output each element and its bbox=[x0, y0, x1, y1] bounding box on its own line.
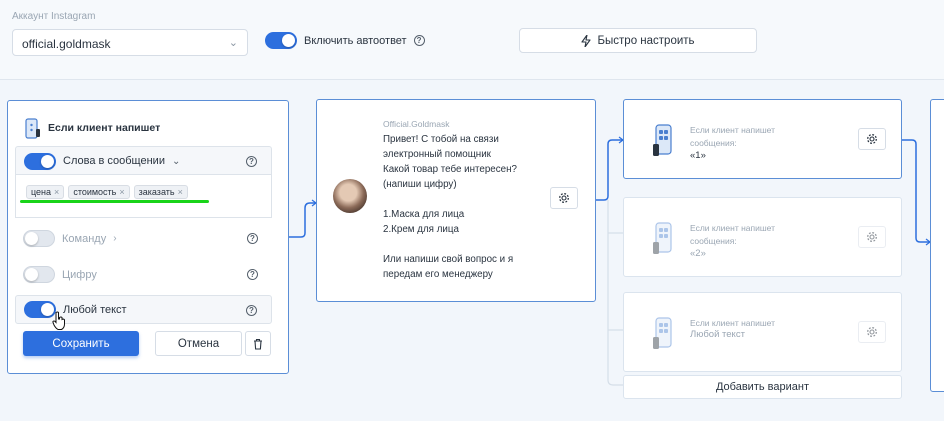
words-option-row[interactable]: Слова в сообщении ⌄ ? bbox=[15, 146, 272, 175]
message-card: Official.Goldmask Привет! С тобой на свя… bbox=[316, 99, 596, 302]
phone-icon bbox=[653, 222, 672, 254]
cancel-button[interactable]: Отмена bbox=[155, 331, 242, 356]
condition-card: Если клиент напишет сообщения: «1» bbox=[623, 99, 902, 179]
phone-icon bbox=[653, 124, 672, 156]
account-value: official.goldmask bbox=[22, 37, 111, 51]
command-option-label: Команду bbox=[62, 232, 107, 245]
condition-value: «1» bbox=[690, 150, 706, 161]
hand-cursor-icon bbox=[52, 311, 65, 330]
command-option-row[interactable]: Команду › ? bbox=[15, 224, 272, 253]
next-card-partial bbox=[930, 99, 944, 392]
highlight-underline bbox=[20, 200, 209, 203]
condition-title: Если клиент напишет сообщения: bbox=[690, 125, 776, 148]
keyword-text: стоимость bbox=[73, 187, 117, 197]
message-settings-button[interactable] bbox=[550, 187, 578, 209]
autoreply-label: Включить автоответ bbox=[304, 34, 407, 47]
condition-card: Если клиент напишет сообщения: «2» bbox=[623, 197, 902, 277]
keyword-tag[interactable]: цена× bbox=[26, 185, 65, 199]
trigger-card: Если клиент напишет bbox=[7, 100, 289, 374]
lightning-icon bbox=[581, 34, 592, 47]
autoreply-setting: Включить автоответ ? bbox=[265, 32, 425, 49]
condition-title: Если клиент напишет bbox=[690, 318, 776, 328]
condition-settings-button[interactable] bbox=[858, 226, 886, 248]
help-icon[interactable]: ? bbox=[247, 269, 258, 280]
digit-option-row[interactable]: Цифру ? bbox=[15, 260, 272, 289]
keyword-text: заказать bbox=[138, 187, 175, 197]
help-icon[interactable]: ? bbox=[246, 156, 257, 167]
close-icon[interactable]: × bbox=[177, 187, 183, 197]
any-text-toggle[interactable] bbox=[24, 301, 56, 318]
condition-value: «2» bbox=[690, 248, 706, 259]
save-button[interactable]: Сохранить bbox=[23, 331, 139, 356]
account-label: Аккаунт Instagram bbox=[12, 11, 96, 22]
help-icon[interactable]: ? bbox=[247, 233, 258, 244]
keyword-tag[interactable]: стоимость× bbox=[68, 185, 130, 199]
quick-setup-label: Быстро настроить bbox=[597, 34, 695, 47]
help-icon[interactable]: ? bbox=[246, 305, 257, 316]
close-icon[interactable]: × bbox=[119, 187, 125, 197]
chevron-right-icon[interactable]: › bbox=[113, 233, 117, 244]
condition-value: Любой текст bbox=[690, 329, 745, 340]
words-toggle[interactable] bbox=[24, 152, 56, 170]
close-icon[interactable]: × bbox=[54, 187, 60, 197]
quick-setup-button[interactable]: Быстро настроить bbox=[519, 28, 757, 53]
keyword-text: цена bbox=[31, 187, 52, 197]
keyword-tag[interactable]: заказать× bbox=[133, 185, 188, 199]
help-icon[interactable]: ? bbox=[413, 35, 425, 46]
phone-icon bbox=[653, 317, 672, 349]
avatar bbox=[333, 179, 367, 213]
words-option-label: Слова в сообщении bbox=[63, 155, 165, 167]
command-toggle[interactable] bbox=[23, 230, 55, 247]
gear-icon bbox=[867, 232, 877, 242]
account-select[interactable]: official.goldmask ⌄ bbox=[12, 29, 248, 56]
gear-icon bbox=[867, 134, 877, 144]
any-text-option-label: Любой текст bbox=[63, 303, 127, 316]
digit-toggle[interactable] bbox=[23, 266, 55, 283]
keywords-input[interactable]: цена×стоимость×заказать× bbox=[15, 174, 272, 218]
condition-settings-button[interactable] bbox=[858, 128, 886, 150]
gear-icon bbox=[867, 327, 877, 337]
message-sender: Official.Goldmask bbox=[383, 119, 450, 129]
condition-card: Если клиент напишет Любой текст bbox=[623, 292, 902, 372]
top-toolbar: Аккаунт Instagram official.goldmask ⌄ Вк… bbox=[0, 0, 944, 80]
trash-icon bbox=[254, 338, 262, 350]
condition-title: Если клиент напишет сообщения: bbox=[690, 223, 776, 246]
autoreply-toggle[interactable] bbox=[265, 32, 297, 49]
chevron-down-icon: ⌄ bbox=[228, 37, 238, 49]
condition-settings-button[interactable] bbox=[858, 321, 886, 343]
trigger-title: Если клиент напишет bbox=[48, 122, 161, 134]
delete-button[interactable] bbox=[245, 331, 271, 356]
phone-icon bbox=[25, 118, 40, 139]
gear-icon bbox=[559, 193, 569, 203]
chevron-down-icon[interactable]: ⌄ bbox=[171, 155, 181, 167]
add-variant-button[interactable]: Добавить вариант bbox=[623, 375, 902, 399]
message-text: Привет! С тобой на связи электронный пом… bbox=[383, 134, 517, 280]
digit-option-label: Цифру bbox=[62, 268, 97, 281]
